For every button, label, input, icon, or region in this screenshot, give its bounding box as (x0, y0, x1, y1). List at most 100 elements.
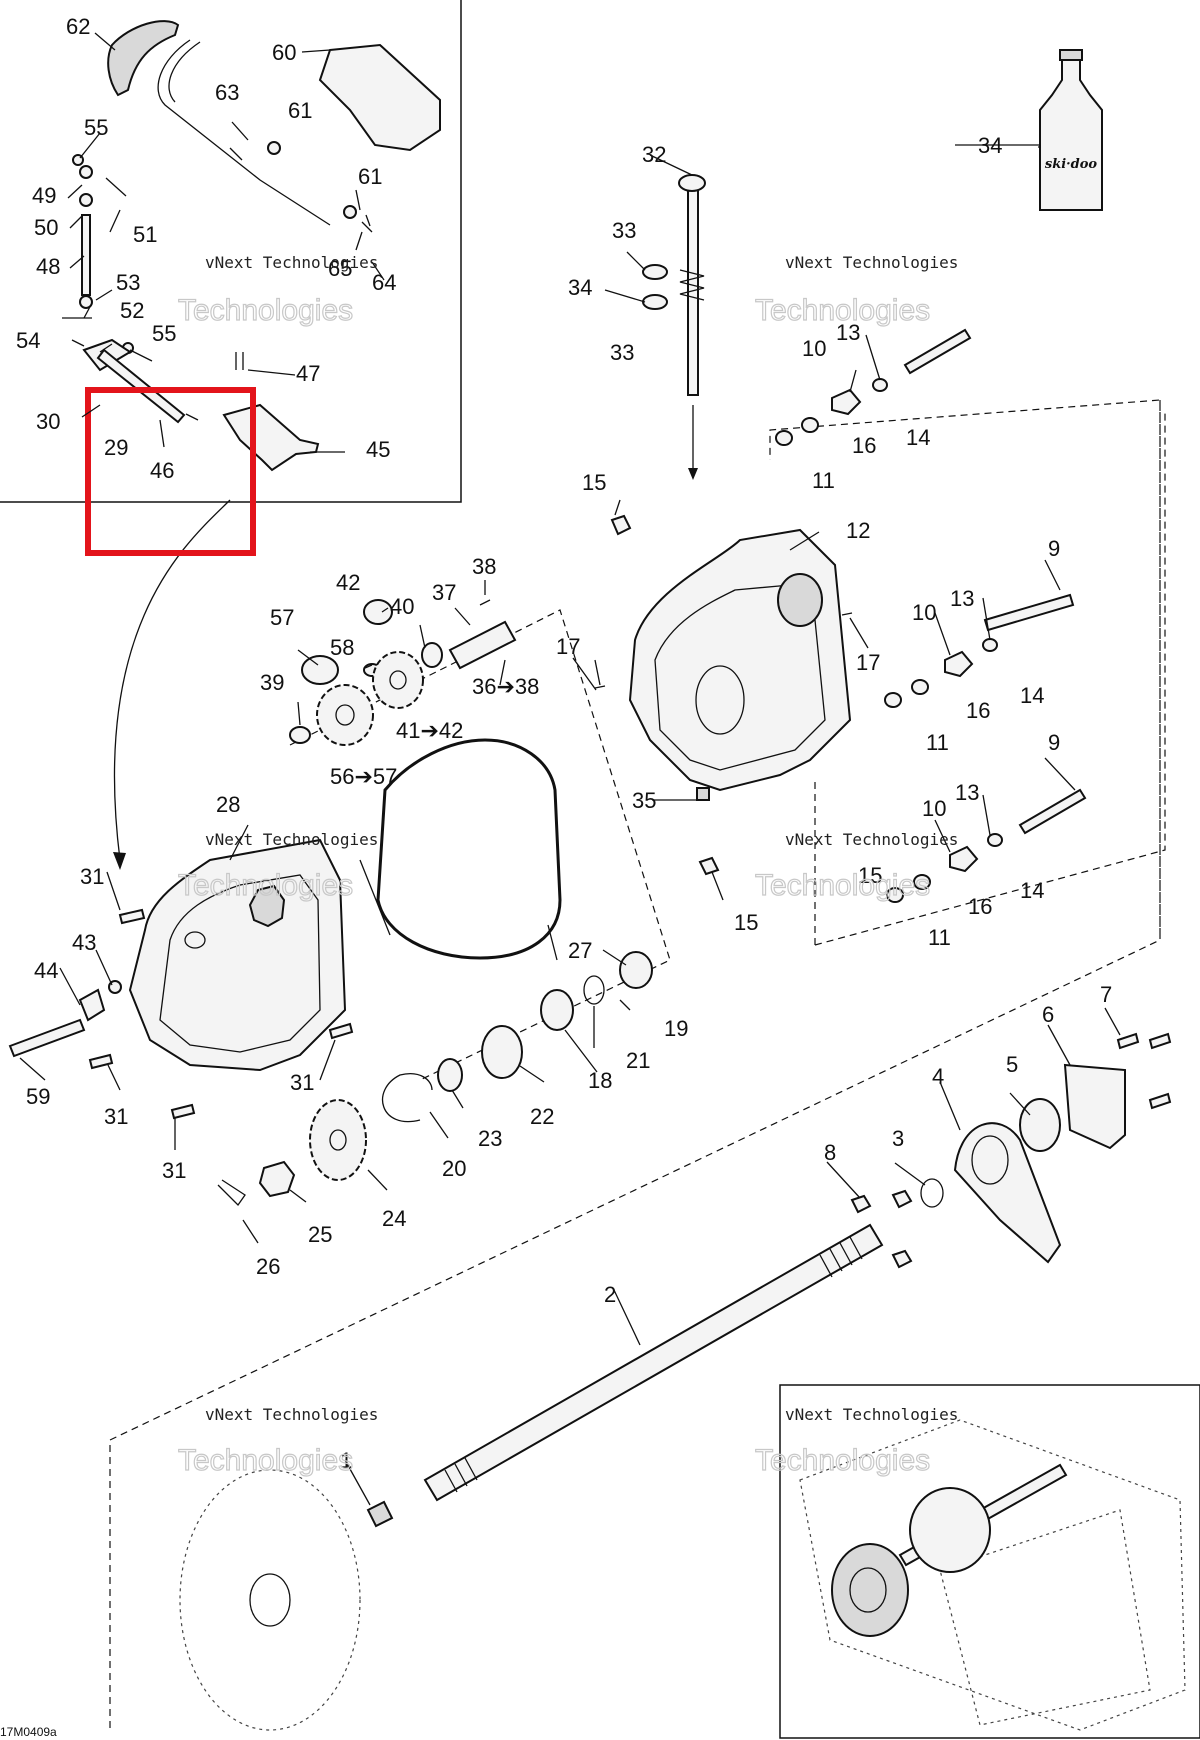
callout-63: 63 (215, 80, 239, 105)
part-21-ring (583, 975, 605, 1005)
callout-43: 43 (72, 930, 96, 955)
part-31-screw-c (88, 1053, 114, 1070)
callout-37: 37 (432, 580, 456, 605)
part-28-chaincase-cover (128, 838, 347, 1072)
part-11-washer-top-b (801, 417, 819, 433)
part-59-long-bolt (8, 1018, 86, 1058)
part-10-nut-mid (944, 650, 974, 678)
callout-13-top: 13 (836, 320, 860, 345)
callout-1: 1 (340, 1448, 352, 1473)
callout-35: 35 (632, 788, 656, 813)
callout-6: 6 (1042, 1002, 1054, 1027)
part-56-gear-hub (335, 704, 355, 726)
callout-54: 54 (16, 328, 40, 353)
callout-11-top: 11 (812, 468, 835, 493)
part-48-link-rod (81, 214, 91, 296)
part-18-seal (540, 989, 574, 1031)
part-2-driveshaft (423, 1223, 884, 1502)
callout-15-top: 15 (582, 470, 606, 495)
bolt-group-dashed-outline (814, 410, 1166, 946)
callout-9-lower: 9 (1048, 730, 1060, 755)
part-46-shaft (96, 348, 186, 424)
callout-16-top: 16 (852, 433, 876, 458)
callout-53: 53 (116, 270, 140, 295)
callout-8: 8 (824, 1140, 836, 1165)
part-9-bolt-bot (1018, 788, 1087, 835)
callout-61-lower: 61 (358, 164, 382, 189)
part-22-bearing (481, 1025, 523, 1079)
part-37-shaft (448, 620, 517, 670)
part-51-screw (105, 177, 127, 197)
part-53-nut (79, 295, 93, 309)
callout-5: 5 (1006, 1052, 1018, 1077)
callout-12: 12 (846, 518, 870, 543)
callout-13-bot: 13 (955, 780, 979, 805)
vehicle-frame-outline (799, 1419, 1186, 1731)
vehicle-frame-location-view (799, 1419, 1186, 1731)
part-7-screw-b (1148, 1032, 1172, 1050)
vehicle-gear-location (849, 1567, 887, 1613)
callout-46: 46 (150, 458, 174, 483)
housing-shaft-bore (695, 665, 745, 735)
callout-31-a: 31 (80, 864, 104, 889)
drive-pulley-hub-phantom (249, 1573, 291, 1627)
watermark-text: vNext Technologies (205, 1405, 378, 1424)
part-41-gear-hub (389, 670, 407, 690)
part-8-nut-a (850, 1194, 872, 1214)
figure-reference-code: 17M0409a (0, 1725, 57, 1739)
part-45-fork (222, 403, 320, 472)
drive-pulley-phantom (179, 1469, 361, 1731)
oil-bottle-brand-label: ski·doo (1045, 157, 1098, 172)
part-34-oil-bottle: ski·doo (1039, 49, 1103, 211)
part-61-bushing (267, 141, 281, 155)
callout-11-mid: 11 (926, 730, 949, 755)
callout-15-bottom: 15 (734, 910, 758, 935)
vehicle-location-inset-frame (779, 1384, 1200, 1739)
part-49-ball-joint (79, 165, 93, 179)
leader-lines (19, 32, 1121, 1506)
callout-21: 21 (626, 1048, 650, 1073)
callout-9-upper: 9 (1048, 536, 1060, 561)
dipstick-assembly (642, 174, 706, 480)
dipstick-insert-arrow-head (688, 468, 698, 480)
watermark-text: vNext Technologies (785, 830, 958, 849)
part-12-chaincase-housing (628, 528, 852, 792)
callout-60: 60 (272, 40, 296, 65)
cover-inner-rib (159, 874, 321, 1053)
part-31-screw-a (118, 908, 146, 925)
part-11-washer-mid-b (911, 679, 929, 695)
callout-38: 38 (472, 554, 496, 579)
part-17-dowel-left (594, 685, 606, 689)
callout-labels: 62 60 63 61 55 61 49 50 51 48 65 64 53 5… (16, 14, 1112, 1473)
callout-15-mid: 15 (858, 863, 882, 888)
part-38-pin (479, 599, 491, 606)
part-19-bushing (619, 951, 653, 989)
part-13-washer-top (872, 378, 888, 392)
callout-42: 42 (336, 570, 360, 595)
cover-gear-emblem (248, 884, 286, 928)
callout-27: 27 (568, 938, 592, 963)
callout-50: 50 (34, 215, 58, 240)
part-41-gear (372, 651, 424, 709)
part-13-washer-mid (982, 638, 998, 652)
callout-48: 48 (36, 254, 60, 279)
part-47-pin (235, 352, 244, 370)
callout-25: 25 (308, 1222, 332, 1247)
callout-17-right: 17 (856, 650, 880, 675)
callout-58: 58 (330, 635, 354, 660)
part-8-nut-b (891, 1189, 913, 1209)
part-33-o-ring-upper (642, 264, 668, 280)
part-10-nut-top (831, 388, 862, 416)
callout-28: 28 (216, 792, 240, 817)
part-26-cotter-pin (217, 1179, 246, 1207)
part-6-flange (1063, 1063, 1126, 1150)
driveshaft-group (366, 1032, 1172, 1528)
callout-49: 49 (32, 183, 56, 208)
gear-parts (8, 514, 853, 1207)
part-63-shift-rod (157, 39, 331, 226)
callout-65: 65 (328, 256, 352, 281)
dipstick-spring (679, 269, 705, 301)
callout-2: 2 (604, 1282, 616, 1307)
callout-24: 24 (382, 1206, 406, 1231)
